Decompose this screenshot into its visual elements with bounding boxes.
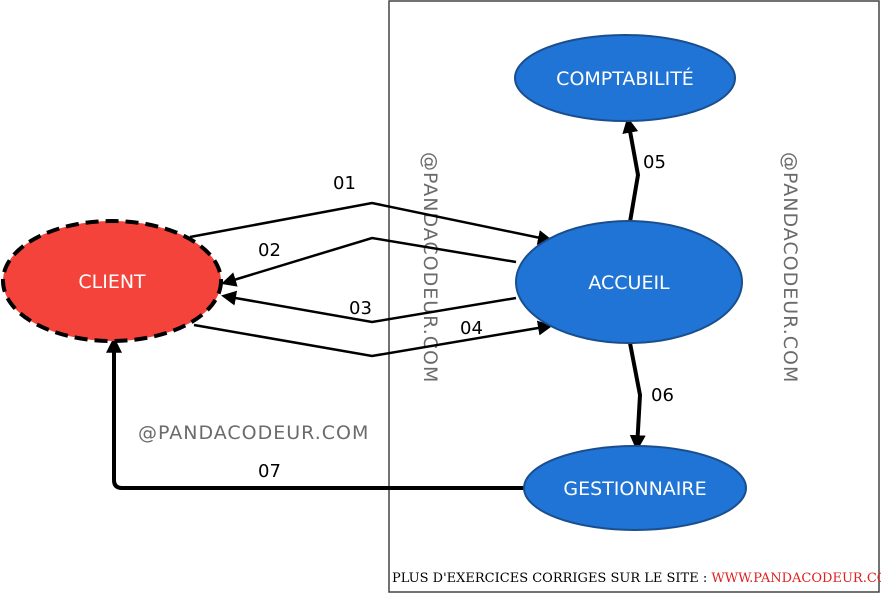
- flow-03-arrow: [221, 290, 517, 324]
- flow-04-arrow: [193, 320, 553, 358]
- flow-02-arrow: [221, 236, 517, 287]
- comptabilite-node: COMPTABILITÉ: [514, 34, 736, 122]
- flow-03-label: 03: [349, 298, 372, 319]
- client-ellipse: [1, 219, 223, 343]
- system-boundary: [388, 0, 880, 593]
- gestionnaire-ellipse: [523, 445, 747, 531]
- flow-05-arrow: [622, 116, 641, 223]
- comptabilite-label: COMPTABILITÉ: [556, 67, 694, 90]
- footer-caption: PLUS D'EXERCICES CORRIGES SUR LE SITE :: [392, 571, 711, 586]
- client-node: CLIENT: [1, 219, 223, 343]
- accueil-node: ACCUEIL: [515, 220, 743, 344]
- flow-06-label: 06: [651, 385, 674, 406]
- watermark-center-vertical: @PANDACODEUR.COM: [419, 152, 441, 383]
- flow-01-label: 01: [333, 173, 356, 194]
- footer-text: PLUS D'EXERCICES CORRIGES SUR LE SITE : …: [392, 571, 881, 586]
- gestionnaire-label: GESTIONNAIRE: [563, 478, 706, 500]
- gestionnaire-node: GESTIONNAIRE: [523, 445, 747, 531]
- accueil-ellipse: [515, 220, 743, 344]
- flow-06-arrow: [628, 342, 646, 452]
- accueil-label: ACCUEIL: [588, 272, 670, 294]
- watermark-left: @PANDACODEUR.COM: [138, 422, 369, 444]
- flow-07-label: 07: [258, 461, 281, 482]
- flow-02-label: 02: [258, 240, 281, 261]
- watermark-right-vertical: @PANDACODEUR.COM: [779, 152, 801, 383]
- comptabilite-ellipse: [514, 34, 736, 122]
- flow-05-label: 05: [643, 152, 666, 173]
- flow-04-label: 04: [460, 318, 483, 339]
- flow-07-arrow: [106, 336, 524, 490]
- footer-site-link[interactable]: WWW.PANDACODEUR.COM: [711, 571, 881, 586]
- flow-01-arrow: [189, 201, 553, 245]
- client-label: CLIENT: [78, 271, 146, 293]
